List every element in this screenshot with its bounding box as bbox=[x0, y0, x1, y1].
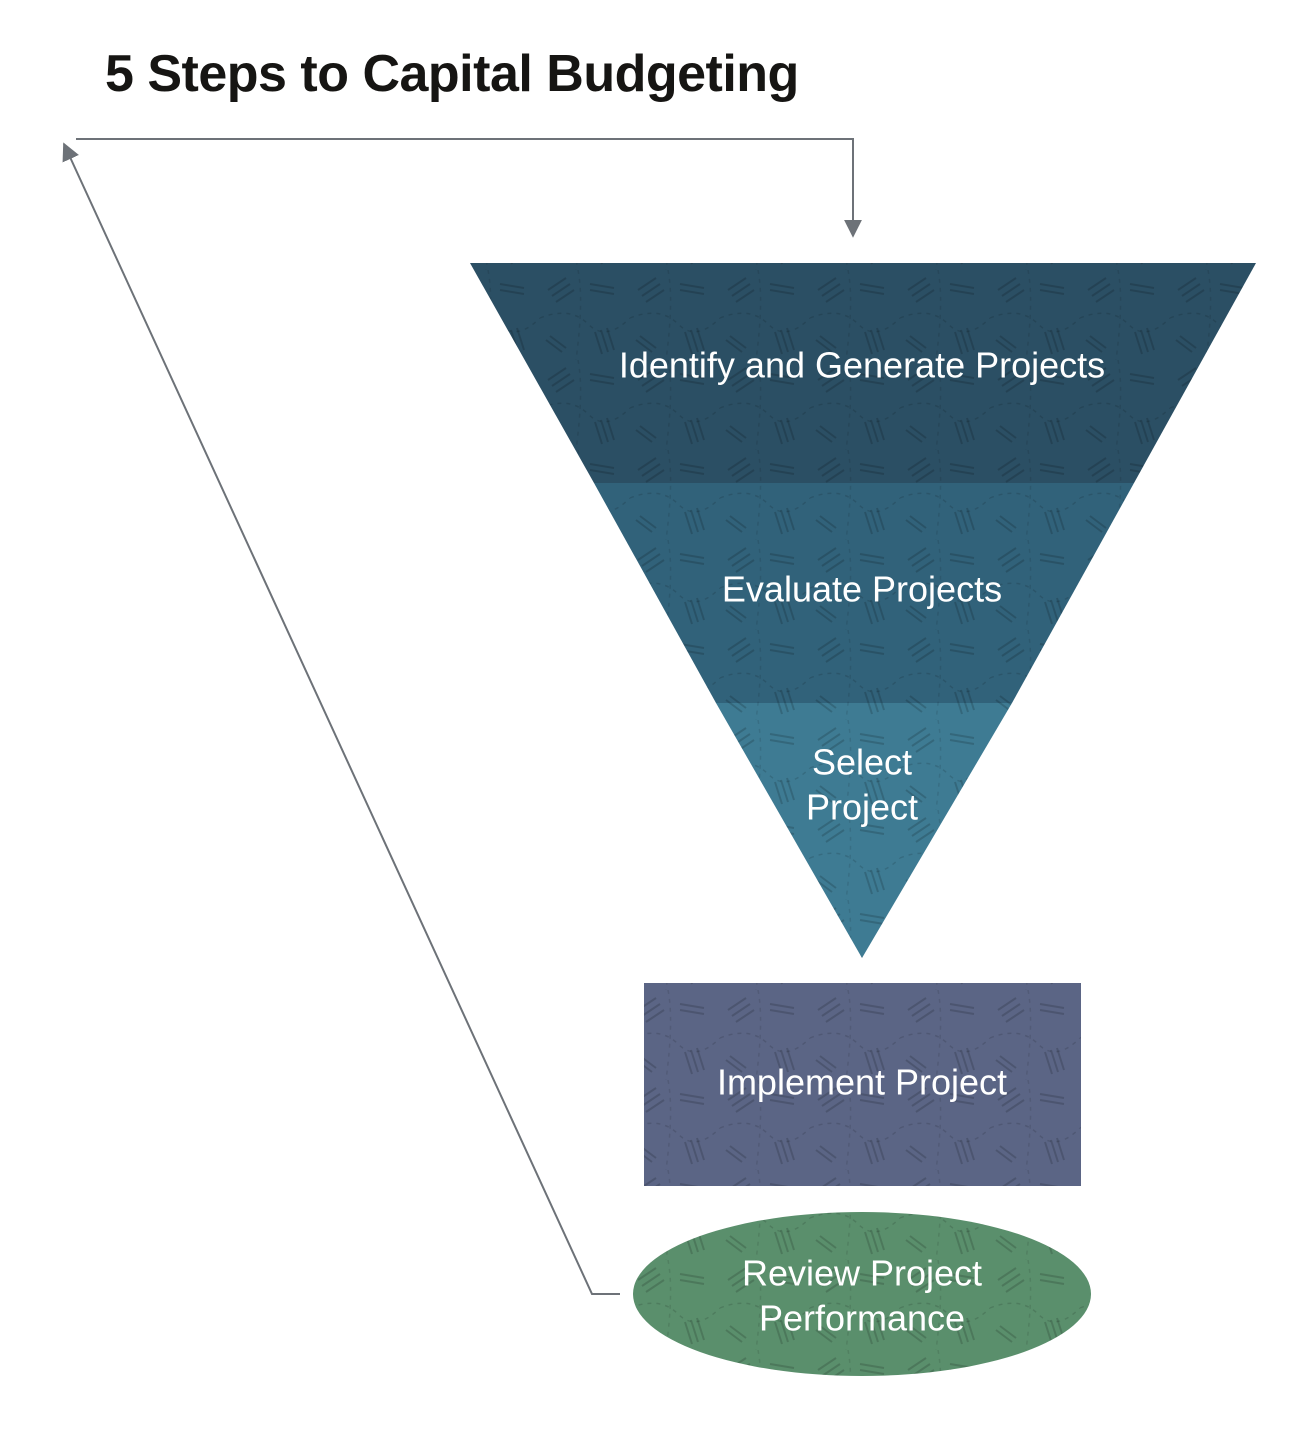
feedback-arrow-return bbox=[62, 142, 620, 1295]
texture-overlay bbox=[716, 703, 1012, 958]
step-label-select-line2: Project bbox=[806, 787, 918, 828]
step-select: Select Project bbox=[716, 703, 1012, 958]
step-label-evaluate: Evaluate Projects bbox=[722, 569, 1002, 610]
step-label-implement: Implement Project bbox=[717, 1062, 1007, 1103]
step-label-select-line1: Select bbox=[812, 742, 912, 783]
step-label-review-line1: Review Project bbox=[742, 1253, 982, 1294]
texture-overlay bbox=[644, 983, 1081, 1186]
feedback-arrow-top bbox=[76, 138, 862, 238]
step-label-identify: Identify and Generate Projects bbox=[619, 345, 1105, 386]
step-label-review-line2: Performance bbox=[759, 1298, 965, 1339]
page-title: 5 Steps to Capital Budgeting bbox=[105, 45, 799, 103]
texture-overlay bbox=[470, 263, 1256, 483]
step-evaluate: Evaluate Projects bbox=[594, 483, 1134, 703]
step-implement: Implement Project bbox=[644, 983, 1081, 1186]
step-review: Review Project Performance bbox=[633, 1212, 1091, 1376]
texture-overlay bbox=[633, 1212, 1091, 1376]
texture-overlay bbox=[594, 483, 1134, 703]
step-identify-generate: Identify and Generate Projects bbox=[470, 263, 1256, 483]
